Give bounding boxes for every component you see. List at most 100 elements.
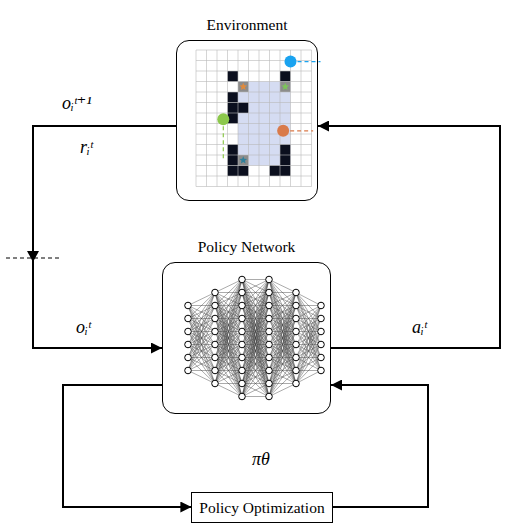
net-weight: [269, 293, 296, 332]
net-weight: [242, 293, 269, 397]
net-weight: [269, 280, 296, 319]
signal-label: oᵢᵗ⁺¹: [62, 94, 92, 112]
net-weight: [296, 306, 321, 371]
net-weight: [269, 280, 296, 384]
net-weight: [215, 384, 242, 397]
net-weight: [188, 293, 215, 358]
net-weight: [269, 280, 296, 306]
net-neuron: [266, 302, 273, 309]
net-weight: [215, 306, 242, 384]
net-weight: [188, 345, 215, 371]
grid-line: [206, 50, 207, 187]
net-weight: [215, 383, 242, 384]
net-weight: [269, 371, 296, 397]
net-weight: [296, 306, 321, 345]
net-weight: [269, 280, 296, 345]
net-neuron: [318, 302, 325, 309]
net-weight: [242, 280, 269, 345]
net-weight: [215, 319, 242, 384]
wall-cell: [280, 71, 291, 82]
net-neuron: [212, 328, 219, 335]
process-box: Policy Optimization: [191, 492, 332, 523]
net-weight: [296, 293, 321, 332]
net-weight: [188, 293, 215, 371]
net-weight: [188, 293, 215, 319]
goal-star: [281, 83, 289, 90]
wall-cell: [270, 166, 281, 177]
net-weight: [215, 345, 242, 384]
wall-cell: [228, 145, 239, 156]
net-neuron: [212, 302, 219, 309]
goal-star: [239, 83, 247, 90]
net-weight: [188, 332, 215, 371]
net-neuron: [212, 341, 219, 348]
net-neuron: [293, 315, 300, 322]
grid-line: [196, 176, 312, 177]
wall-cell: [238, 166, 249, 177]
net-weight: [269, 332, 296, 397]
goal-star: [239, 156, 247, 163]
net-weight: [188, 332, 215, 371]
net-weight: [242, 280, 269, 397]
net-weight: [242, 358, 269, 397]
net-neuron: [239, 289, 246, 296]
net-weight: [188, 371, 215, 384]
net-neuron: [318, 328, 325, 335]
net-weight: [269, 293, 296, 358]
net-weight: [215, 332, 242, 397]
grid-line: [290, 50, 291, 187]
net-neuron: [185, 328, 192, 335]
net-weight: [215, 293, 242, 397]
net-neuron: [293, 380, 300, 387]
net-weight: [242, 319, 269, 397]
net-weight: [269, 293, 296, 371]
net-weight: [296, 371, 321, 384]
net-neuron: [185, 367, 192, 374]
net-neuron: [293, 341, 300, 348]
grid-line: [196, 50, 312, 51]
net-neuron: [239, 328, 246, 335]
net-weight: [269, 384, 296, 397]
net-weight: [215, 280, 242, 358]
grid-line: [280, 50, 281, 187]
net-weight: [188, 306, 215, 371]
net-neuron: [318, 315, 325, 322]
net-weight: [242, 280, 269, 384]
goal-cell: [280, 82, 291, 93]
net-neuron: [266, 393, 273, 400]
signal-label: oᵢᵗ: [76, 318, 91, 336]
net-weight: [296, 345, 321, 384]
network-box: Policy Network: [162, 262, 331, 414]
net-weight: [242, 279, 269, 280]
grid-line: [196, 165, 312, 166]
grid-line: [196, 186, 312, 187]
grid-line: [248, 50, 249, 187]
net-weight: [269, 293, 296, 358]
net-neuron: [318, 367, 325, 374]
box-heading: Policy Network: [198, 238, 296, 256]
net-weight: [269, 293, 296, 384]
net-weight: [215, 280, 242, 319]
net-neuron: [239, 380, 246, 387]
net-neuron: [293, 302, 300, 309]
net-weight: [188, 319, 215, 384]
net-neuron: [266, 328, 273, 335]
signal-label: aᵢᵗ: [412, 318, 427, 336]
agent-dot: [285, 56, 297, 68]
net-weight: [269, 292, 296, 293]
net-weight: [269, 293, 296, 371]
wall-cell: [228, 103, 239, 114]
grid-line: [311, 50, 312, 187]
net-weight: [215, 358, 242, 384]
net-neuron: [266, 367, 273, 374]
net-weight: [242, 306, 269, 397]
net-neuron: [212, 289, 219, 296]
net-weight: [242, 332, 269, 397]
net-weight: [215, 358, 242, 397]
net-neuron: [318, 341, 325, 348]
net-weight: [242, 396, 269, 397]
net-weight: [215, 306, 242, 384]
neural-net: [185, 276, 325, 400]
net-neuron: [212, 367, 219, 374]
environment-box: Environment: [176, 40, 318, 201]
